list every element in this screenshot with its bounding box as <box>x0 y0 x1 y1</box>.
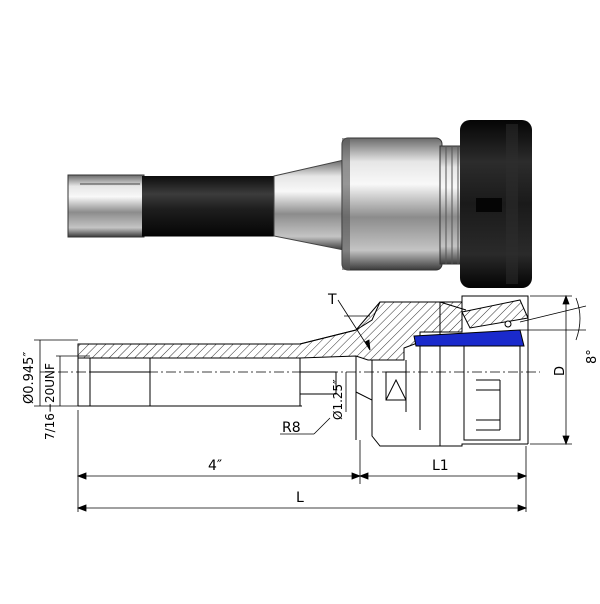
t-leader <box>337 299 371 351</box>
dim-d-arrows <box>562 294 570 446</box>
section-drawing <box>40 295 540 447</box>
taper-cone <box>273 159 345 251</box>
keyway <box>300 371 337 395</box>
nut-hatch <box>439 301 463 333</box>
label-d: D <box>553 366 568 376</box>
label-dia-bore: Ø1.25″ <box>331 379 345 420</box>
body-cylinder <box>341 137 443 271</box>
shank-end <box>67 174 145 238</box>
body-shadow <box>342 138 350 270</box>
label-four-inch: 4″ <box>208 458 222 474</box>
angle-line-1 <box>519 305 587 323</box>
label-r8: R8 <box>282 420 301 436</box>
nut-slot <box>476 198 502 212</box>
label-dia-major: Ø0.945″ <box>22 352 37 404</box>
dimension-labels: Ø0.945″ 7/16−20UNF Ø1.25″ R8 T D 8° 4″ L… <box>22 292 600 506</box>
nut-highlight <box>506 124 518 284</box>
dimension-lines <box>34 294 587 512</box>
label-angle: 8° <box>585 349 600 364</box>
shank-wall-hatch <box>77 301 441 361</box>
label-t: T <box>327 292 337 308</box>
flange-bottom-outline <box>355 391 528 447</box>
r8-shank-dark <box>142 176 276 236</box>
angle-arc <box>575 297 581 341</box>
r8-leader <box>313 417 331 435</box>
label-l: L <box>296 490 304 506</box>
t-arrow <box>364 339 371 351</box>
collet-body <box>463 345 521 441</box>
nut-lip-hatch <box>461 299 529 329</box>
tool-holder-photo <box>67 120 532 288</box>
pocket-triangle <box>385 378 407 401</box>
label-l1: L1 <box>432 458 449 474</box>
label-thread: 7/16−20UNF <box>43 363 57 440</box>
dim-arrows <box>76 472 528 512</box>
blue-seal <box>413 329 525 347</box>
shank-top-outline <box>78 329 357 345</box>
seal-ball <box>504 320 512 328</box>
pocket-box <box>385 371 407 401</box>
